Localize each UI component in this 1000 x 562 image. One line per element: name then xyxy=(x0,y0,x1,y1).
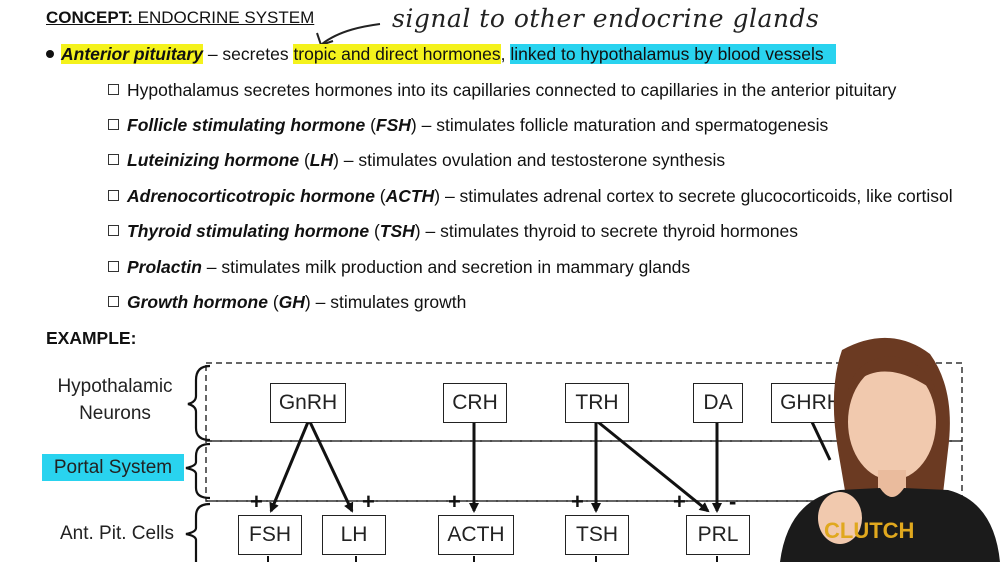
node-trh: TRH xyxy=(565,383,629,423)
node-acth: ACTH xyxy=(438,515,514,555)
highlight-yellow: tropic and direct hormones xyxy=(293,44,501,64)
list-item: Luteinizing hormone (LH) – stimulates ov… xyxy=(108,150,725,171)
node-da: DA xyxy=(693,383,743,423)
list-item: Adrenocorticotropic hormone (ACTH) – sti… xyxy=(108,186,953,207)
node-fsh: FSH xyxy=(238,515,302,555)
example-label: EXAMPLE: xyxy=(46,328,137,348)
row-label-portal: Portal System xyxy=(42,454,184,481)
row-label-antpit: Ant. Pit. Cells xyxy=(59,523,175,544)
checkbox-icon xyxy=(108,119,119,130)
sign-minus: - xyxy=(729,489,737,514)
list-item: Thyroid stimulating hormone (TSH) – stim… xyxy=(108,221,798,242)
bullet-icon xyxy=(46,50,54,58)
sign-plus: + xyxy=(250,489,263,514)
node-crh: CRH xyxy=(443,383,507,423)
checkbox-icon xyxy=(108,84,119,95)
list-item: Follicle stimulating hormone (FSH) – sti… xyxy=(108,115,828,136)
node-gnrh: GnRH xyxy=(270,383,346,423)
highlight-cyan: linked to hypothalamus by blood vessels xyxy=(510,44,824,64)
checkbox-icon xyxy=(108,261,119,272)
logo-text: CLUTCH xyxy=(824,518,914,543)
presenter-video: CLUTCH xyxy=(780,337,1000,562)
checkbox-icon xyxy=(108,190,119,201)
node-lh: LH xyxy=(322,515,386,555)
sign-plus: + xyxy=(448,489,461,514)
checkbox-icon xyxy=(108,296,119,307)
main-bullet: Anterior pituitary – secretes tropic and… xyxy=(46,44,836,65)
list-item: Growth hormone (GH) – stimulates growth xyxy=(108,292,466,313)
node-tsh: TSH xyxy=(565,515,629,555)
page-title: CONCEPT: ENDOCRINE SYSTEM xyxy=(46,8,315,27)
checkbox-icon xyxy=(108,225,119,236)
sign-plus: + xyxy=(571,489,584,514)
checkbox-icon xyxy=(108,154,119,165)
sign-plus: + xyxy=(673,489,686,514)
main-term: Anterior pituitary xyxy=(61,44,203,64)
sign-plus: + xyxy=(362,489,375,514)
list-item: Hypothalamus secretes hormones into its … xyxy=(108,80,896,101)
list-item: Prolactin – stimulates milk production a… xyxy=(108,257,690,278)
handwritten-annotation: signal to other endocrine glands xyxy=(392,4,820,33)
node-prl: PRL xyxy=(686,515,750,555)
